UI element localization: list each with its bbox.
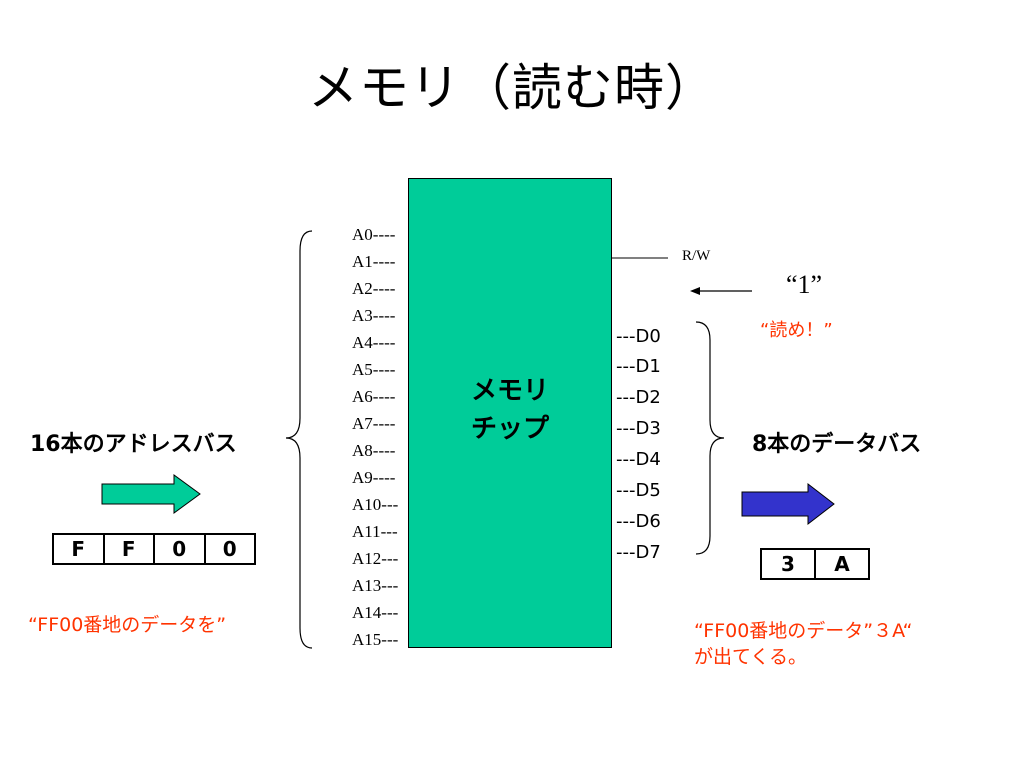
address-value-boxes: F F 0 0 — [52, 533, 256, 565]
memory-chip — [408, 178, 612, 648]
data-bus-right-arrow-icon — [741, 482, 835, 526]
address-line-a8: A8---- — [352, 441, 396, 460]
data-line-d7: ---D7 — [616, 542, 661, 563]
data-line-d4: ---D4 — [616, 449, 661, 470]
address-line-a13: A13--- — [352, 576, 399, 595]
slide-title: メモリ（読む時） — [308, 59, 716, 117]
address-line-a14: A14--- — [352, 603, 399, 622]
data-curly-brace-icon — [695, 321, 725, 555]
address-line-a1: A1---- — [352, 252, 396, 271]
data-line-d1: ---D1 — [616, 356, 661, 377]
chip-label-line-2: チップ — [470, 414, 549, 444]
data-digit-2: A — [816, 550, 868, 578]
address-digit-3: 0 — [155, 535, 206, 563]
address-request-note: “FF00番地のデータを” — [28, 614, 227, 636]
address-bus-label: 16本のアドレスバス — [30, 432, 237, 457]
data-digit-1: 3 — [762, 550, 816, 578]
read-command-note: “読め！” — [760, 320, 833, 341]
data-line-d3: ---D3 — [616, 418, 661, 439]
rw-label: R/W — [682, 248, 711, 264]
address-line-a11: A11--- — [352, 522, 398, 541]
data-output-note-line-2: が出てくる。 — [694, 646, 808, 668]
address-curly-brace-icon — [285, 230, 313, 649]
address-digit-4: 0 — [205, 535, 254, 563]
address-bus-right-arrow-icon — [101, 474, 201, 514]
data-line-d0: ---D0 — [616, 326, 661, 347]
address-line-a4: A4---- — [352, 333, 396, 352]
data-line-d5: ---D5 — [616, 480, 661, 501]
address-line-a9: A9---- — [352, 468, 396, 487]
data-line-d6: ---D6 — [616, 511, 661, 532]
address-digit-1: F — [54, 535, 105, 563]
chip-label-line-1: メモリ — [470, 376, 549, 406]
address-line-a3: A3---- — [352, 306, 396, 325]
address-line-a12: A12--- — [352, 549, 399, 568]
data-line-d2: ---D2 — [616, 387, 661, 408]
address-digit-2: F — [104, 535, 155, 563]
address-line-a7: A7---- — [352, 414, 396, 433]
address-line-a15: A15--- — [352, 630, 399, 649]
address-line-a2: A2---- — [352, 279, 396, 298]
rw-value: “1” — [786, 270, 823, 299]
data-bus-label: 8本のデータバス — [752, 432, 922, 457]
address-line-a6: A6---- — [352, 387, 396, 406]
memory-chip-label: メモリ チップ — [408, 372, 612, 448]
address-line-a5: A5---- — [352, 360, 396, 379]
data-output-note: “FF00番地のデータ”３A“ が出てくる。 — [694, 618, 913, 670]
address-line-a0: A0---- — [352, 225, 396, 244]
data-output-note-line-1: “FF00番地のデータ”３A“ — [694, 620, 913, 642]
address-line-a10: A10--- — [352, 495, 399, 514]
left-arrow-icon — [690, 287, 700, 295]
data-value-boxes: 3 A — [760, 548, 870, 580]
